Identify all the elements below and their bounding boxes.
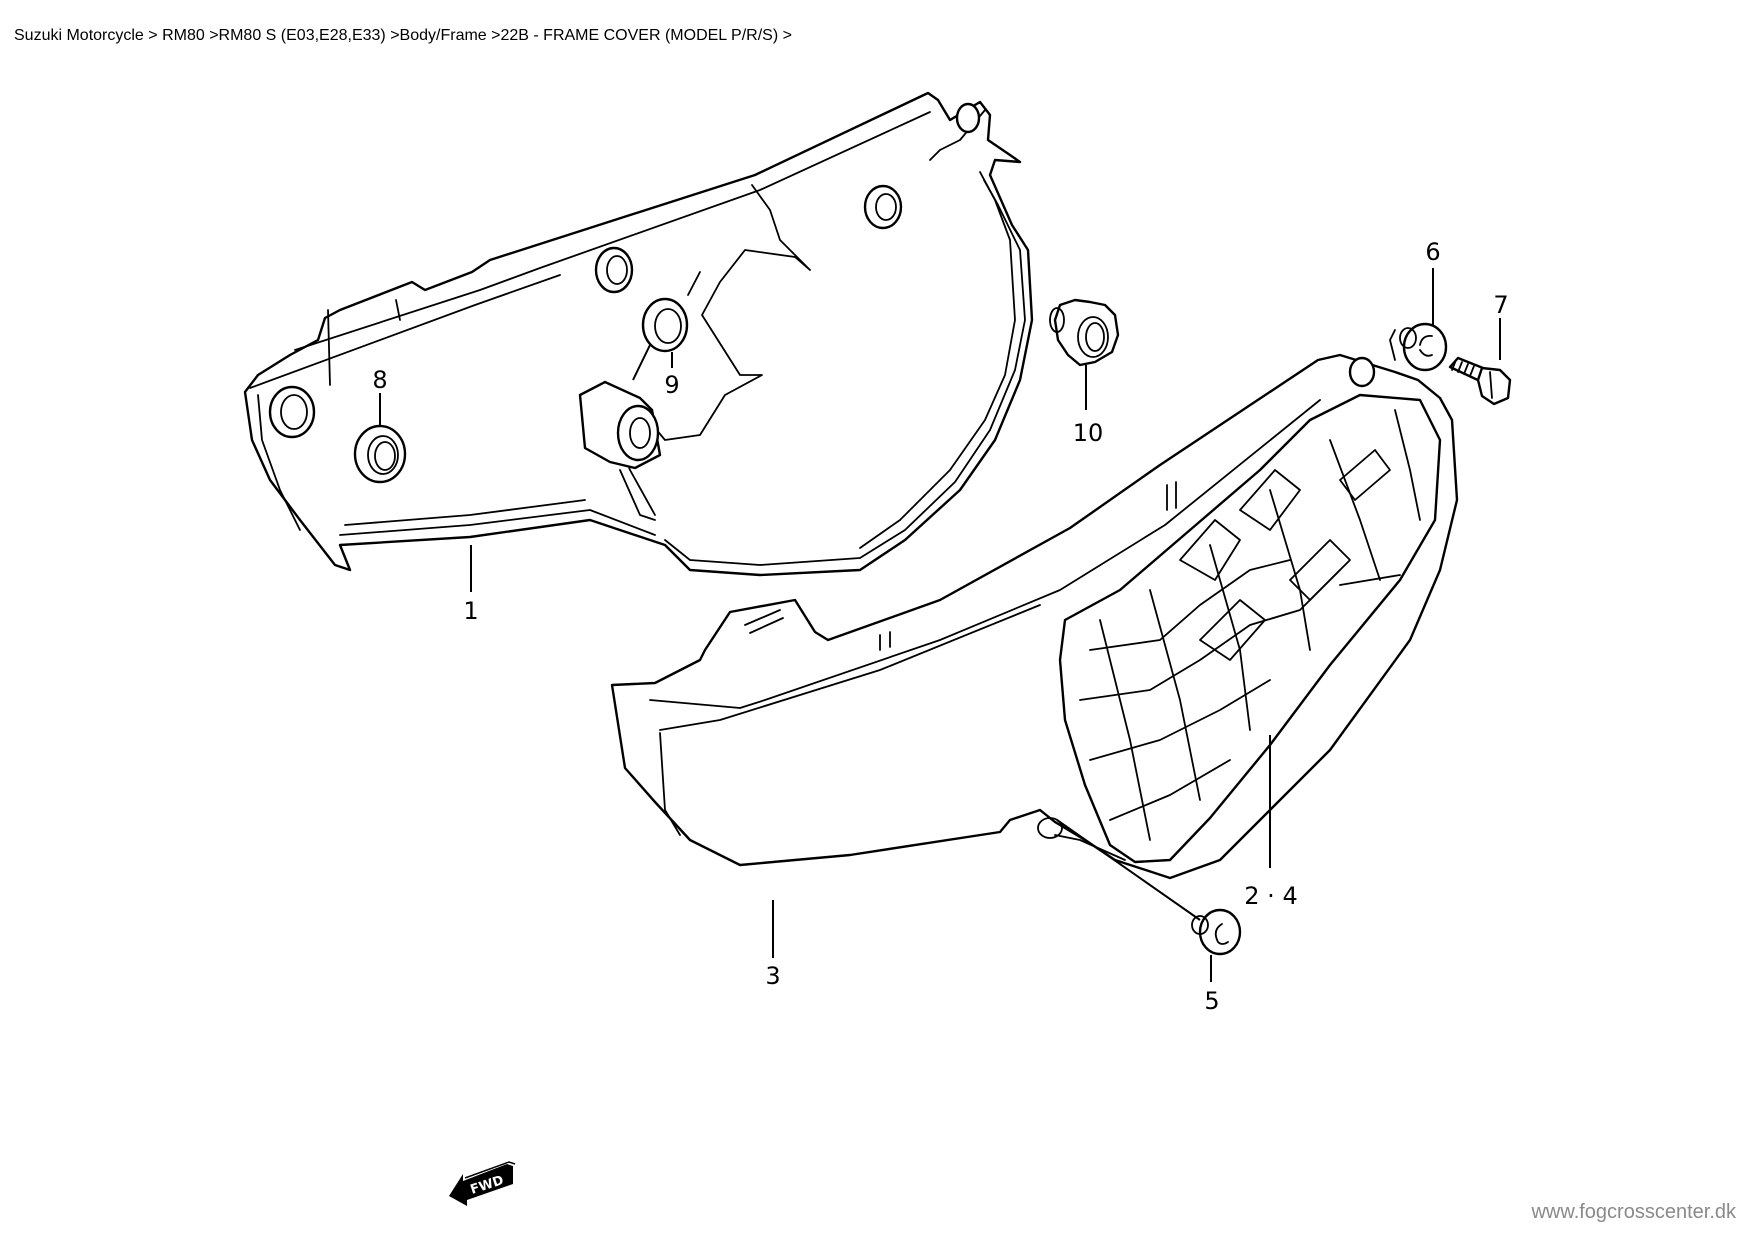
- breadcrumb-body-frame[interactable]: Body/Frame: [399, 27, 487, 44]
- callout-2-4[interactable]: 2 · 4: [1244, 882, 1297, 910]
- fwd-arrow-icon: [449, 1164, 513, 1206]
- part-8-grommet[interactable]: [353, 424, 407, 484]
- breadcrumb: Suzuki Motorcycle > RM80 >RM80 S (E03,E2…: [14, 27, 792, 45]
- part-9-grommet[interactable]: [641, 297, 689, 353]
- part-7-bolt[interactable]: [1448, 356, 1512, 406]
- breadcrumb-separator: >: [778, 27, 792, 44]
- breadcrumb-separator: >: [486, 27, 501, 44]
- part-3-right-frame-cover[interactable]: [610, 353, 1459, 880]
- breadcrumb-separator: >: [204, 27, 219, 44]
- part-6-washer[interactable]: [1389, 322, 1448, 372]
- breadcrumb-separator: >: [143, 27, 163, 44]
- part-5-rivet[interactable]: [1191, 908, 1242, 956]
- callout-8[interactable]: 8: [372, 366, 387, 394]
- breadcrumb-suzuki-motorcycle[interactable]: Suzuki Motorcycle: [14, 27, 144, 44]
- callout-10[interactable]: 10: [1073, 419, 1104, 447]
- leader-lines: [379, 268, 1501, 982]
- callout-6[interactable]: 6: [1425, 238, 1440, 266]
- callout-3[interactable]: 3: [765, 962, 780, 990]
- part-10-collar[interactable]: [1049, 298, 1120, 367]
- breadcrumb-rm80-s[interactable]: RM80 S (E03,E28,E33): [218, 27, 386, 44]
- callout-1[interactable]: 1: [463, 597, 478, 625]
- watermark: www.fogcrosscenter.dk: [1531, 1201, 1736, 1223]
- part-1-left-frame-cover[interactable]: [243, 91, 1034, 577]
- breadcrumb-rm80[interactable]: RM80: [162, 27, 205, 44]
- fwd-direction-arrow: FWD: [449, 1161, 516, 1206]
- breadcrumb-separator: >: [385, 27, 400, 44]
- callout-7[interactable]: 7: [1493, 291, 1508, 319]
- callout-5[interactable]: 5: [1204, 987, 1219, 1015]
- breadcrumb-frame-cover[interactable]: 22B - FRAME COVER (MODEL P/R/S): [500, 27, 779, 44]
- callout-9[interactable]: 9: [664, 371, 679, 399]
